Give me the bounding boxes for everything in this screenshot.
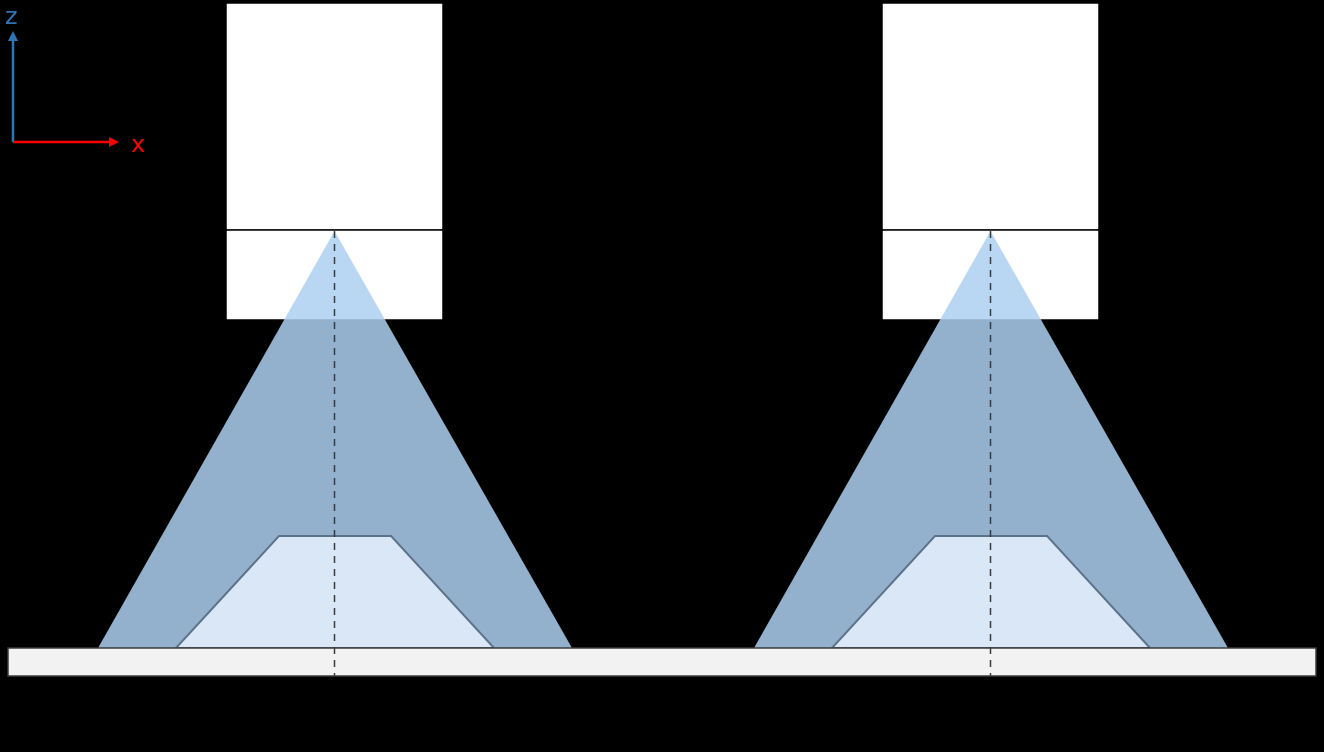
coordinate-axes: z x bbox=[5, 2, 145, 158]
left-sensor-body bbox=[225, 2, 444, 231]
right-sensor-body bbox=[881, 2, 1100, 231]
z-axis-label: z bbox=[5, 2, 18, 30]
x-axis-label: x bbox=[131, 130, 145, 158]
measurement-surface bbox=[7, 647, 1317, 677]
